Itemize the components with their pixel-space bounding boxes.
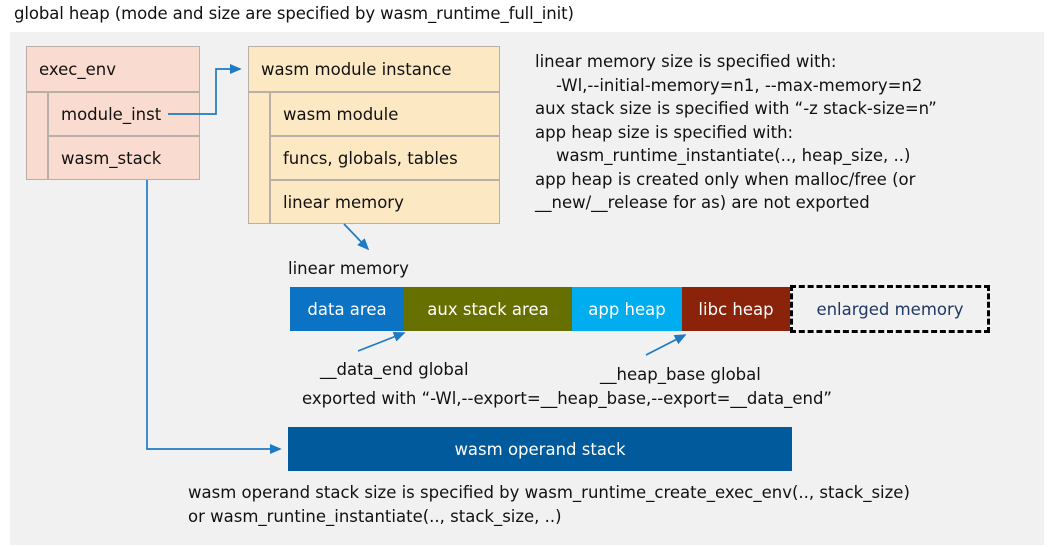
memory-segment-data-area: data area	[290, 287, 404, 331]
annotation-heap-base-global: __heap_base global	[600, 365, 761, 384]
memory-segment-app-heap-label: app heap	[588, 299, 666, 319]
exec-env-field-module-inst-label: module_inst	[61, 104, 162, 124]
exec-env-header-label: exec_env	[39, 59, 116, 79]
exec-env-field-module-inst: module_inst	[48, 92, 200, 136]
annotation-exported-with: exported with “-Wl,--export=__heap_base,…	[302, 389, 832, 408]
memory-segment-app-heap: app heap	[572, 287, 682, 331]
annotation-data-end-global: __data_end global	[320, 360, 469, 379]
operand-stack-config-note: wasm operand stack size is specified by …	[188, 483, 910, 526]
memory-segment-aux-stack-area-label: aux stack area	[427, 299, 549, 319]
wasm-operand-stack-label: wasm operand stack	[454, 439, 626, 459]
module-instance-field-linear-memory-label: linear memory	[283, 192, 404, 212]
linear-memory-caption: linear memory	[288, 259, 409, 278]
memory-segment-libc-heap-label: libc heap	[698, 299, 774, 319]
memory-segment-aux-stack-area: aux stack area	[404, 287, 572, 331]
module-instance-header-label: wasm module instance	[261, 59, 452, 79]
exec-env-field-wasm-stack: wasm_stack	[48, 136, 200, 180]
module-instance-field-funcs-globals-tables: funcs, globals, tables	[270, 136, 500, 180]
memory-segment-enlarged-memory-label: enlarged memory	[816, 299, 964, 319]
module-instance-header: wasm module instance	[248, 46, 500, 92]
wasm-operand-stack-bar: wasm operand stack	[288, 427, 792, 471]
module-instance-field-funcs-globals-tables-label: funcs, globals, tables	[283, 148, 458, 168]
memory-segment-data-area-label: data area	[307, 299, 387, 319]
memory-segment-enlarged-memory: enlarged memory	[790, 285, 990, 333]
module-instance-field-wasm-module: wasm module	[270, 92, 500, 136]
memory-segment-libc-heap: libc heap	[682, 287, 790, 331]
exec-env-indent-column	[26, 92, 48, 180]
memory-config-note: linear memory size is specified with: -W…	[535, 52, 937, 212]
page-title: global heap (mode and size are specified…	[14, 4, 574, 23]
module-instance-field-wasm-module-label: wasm module	[283, 104, 399, 124]
module-instance-field-linear-memory: linear memory	[270, 180, 500, 224]
module-instance-indent-column	[248, 92, 270, 224]
exec-env-field-wasm-stack-label: wasm_stack	[61, 148, 162, 168]
exec-env-header: exec_env	[26, 46, 200, 92]
